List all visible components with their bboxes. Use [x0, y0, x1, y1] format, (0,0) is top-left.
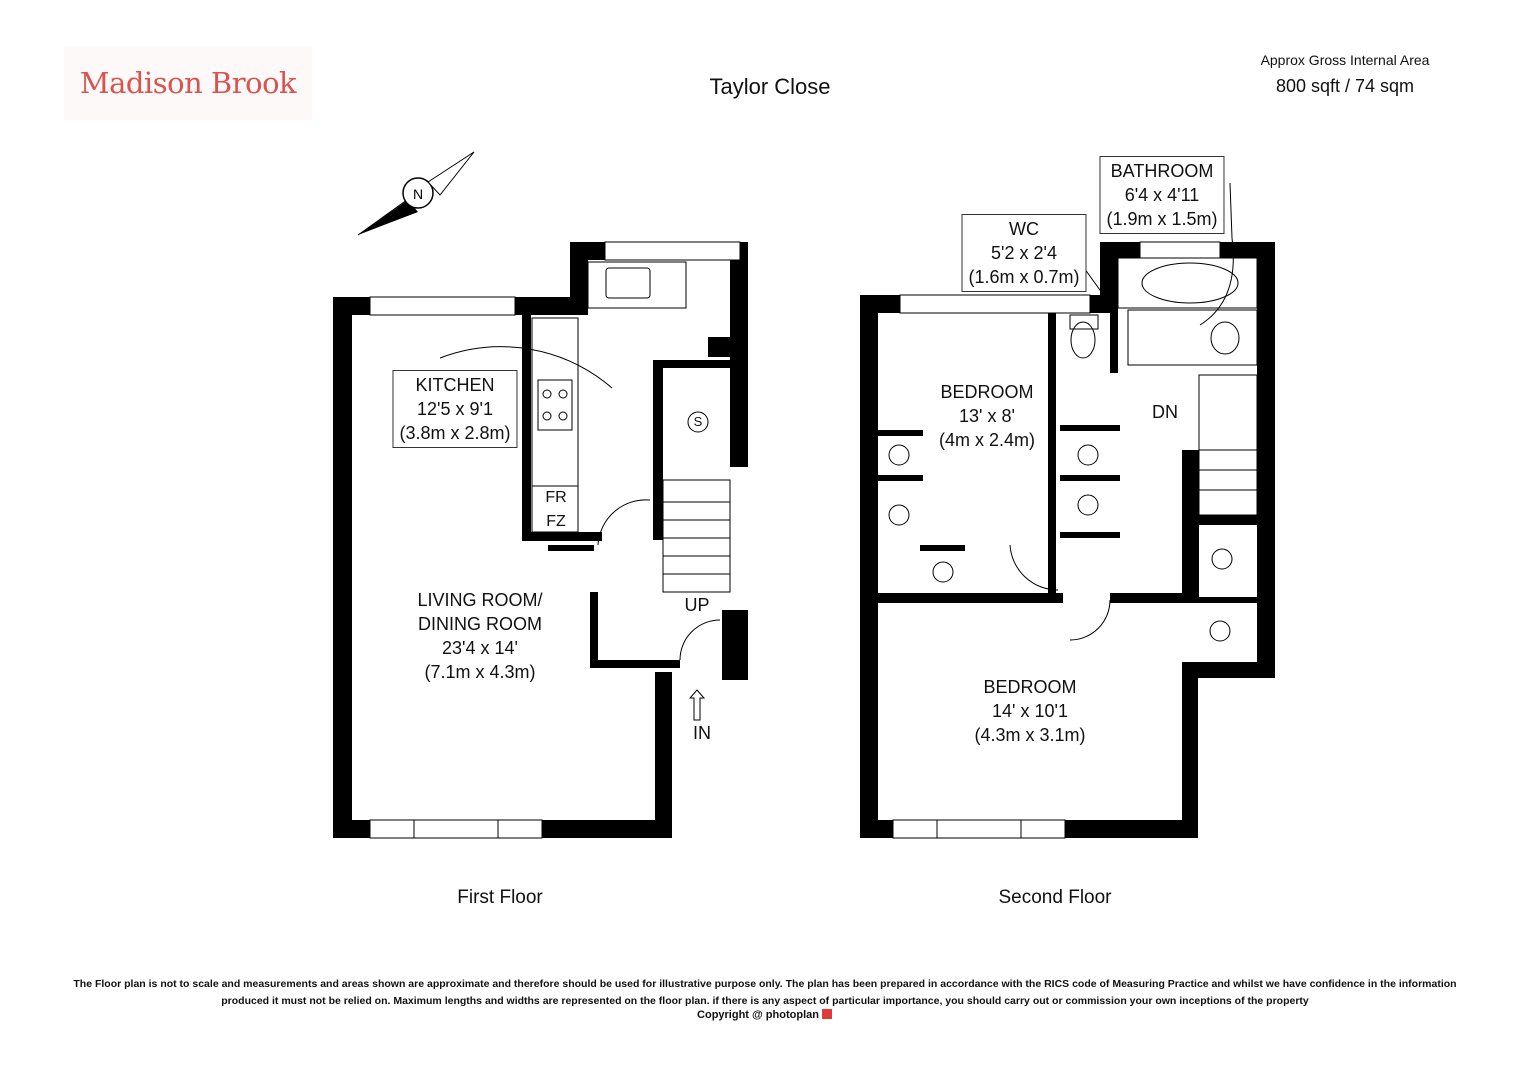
room-size-imperial: 23'4 x 14'	[442, 638, 518, 658]
room-label-bedroom-1: BEDROOM 13' x 8' (4m x 2.4m)	[939, 380, 1035, 452]
copyright: Copyright @ photoplan	[0, 1009, 1529, 1021]
room-size-imperial: 12'5 x 9'1	[417, 399, 493, 419]
room-label-bathroom: BATHROOM 6'4 x 4'11 (1.9m x 1.5m)	[1099, 156, 1225, 234]
room-label-bedroom-2: BEDROOM 14' x 10'1 (4.3m x 3.1m)	[974, 675, 1085, 747]
room-name: BATHROOM	[1110, 161, 1214, 181]
property-title: Taylor Close	[709, 74, 831, 99]
room-name: BEDROOM	[940, 382, 1034, 402]
area-value: 800 sqft / 74 sqm	[1275, 76, 1415, 96]
room-name: BEDROOM	[983, 677, 1077, 697]
first-floor-walls	[333, 242, 748, 838]
room-name-2: DINING ROOM	[417, 614, 542, 634]
room-size-metric: (4m x 2.4m)	[938, 430, 1036, 450]
room-size-imperial: 13' x 8'	[959, 406, 1015, 426]
room-label-wc: WC 5'2 x 2'4 (1.6m x 0.7m)	[961, 214, 1087, 292]
first-floor-windows	[369, 241, 741, 839]
room-name: WC	[1009, 219, 1039, 239]
room-name: LIVING ROOM/	[417, 590, 543, 610]
room-size-imperial: 6'4 x 4'11	[1124, 185, 1200, 205]
room-name: KITCHEN	[415, 375, 495, 395]
stairs-down-label: DN	[1152, 402, 1178, 422]
room-size-imperial: 5'2 x 2'4	[991, 243, 1057, 263]
storage-label: S	[693, 414, 703, 429]
copyright-text: Copyright @ photoplan	[697, 1009, 819, 1021]
freezer-label: FZ	[546, 513, 566, 530]
room-size-metric: (1.6m x 0.7m)	[968, 267, 1080, 287]
second-floor-walls	[860, 242, 1275, 838]
first-floor-label: First Floor	[457, 887, 543, 908]
brand-logo: Madison Brook	[64, 46, 312, 120]
room-label-kitchen: KITCHEN 12'5 x 9'1 (3.8m x 2.8m)	[392, 370, 518, 448]
room-size-metric: (3.8m x 2.8m)	[399, 423, 511, 443]
svg-text:N: N	[413, 186, 423, 202]
second-floor-label: Second Floor	[998, 887, 1112, 908]
photoplan-logo-icon	[821, 1009, 832, 1019]
room-size-metric: (1.9m x 1.5m)	[1106, 209, 1218, 229]
entrance-label: IN	[693, 723, 711, 743]
disclaimer-text: The Floor plan is not to scale and measu…	[73, 978, 1457, 1007]
room-size-imperial: 14' x 10'1	[992, 701, 1068, 721]
stairs-up-label: UP	[684, 595, 710, 615]
first-floor-fixtures	[439, 261, 731, 721]
room-label-living-room: LIVING ROOM/ DINING ROOM 23'4 x 14' (7.1…	[417, 588, 542, 684]
room-size-metric: (4.3m x 3.1m)	[974, 725, 1086, 745]
compass-icon: N	[357, 151, 475, 236]
second-floor-windows	[892, 241, 1221, 839]
room-size-metric: (7.1m x 4.3m)	[424, 662, 536, 682]
fridge-label: FR	[545, 489, 567, 506]
area-label: Approx Gross Internal Area	[1260, 52, 1430, 68]
